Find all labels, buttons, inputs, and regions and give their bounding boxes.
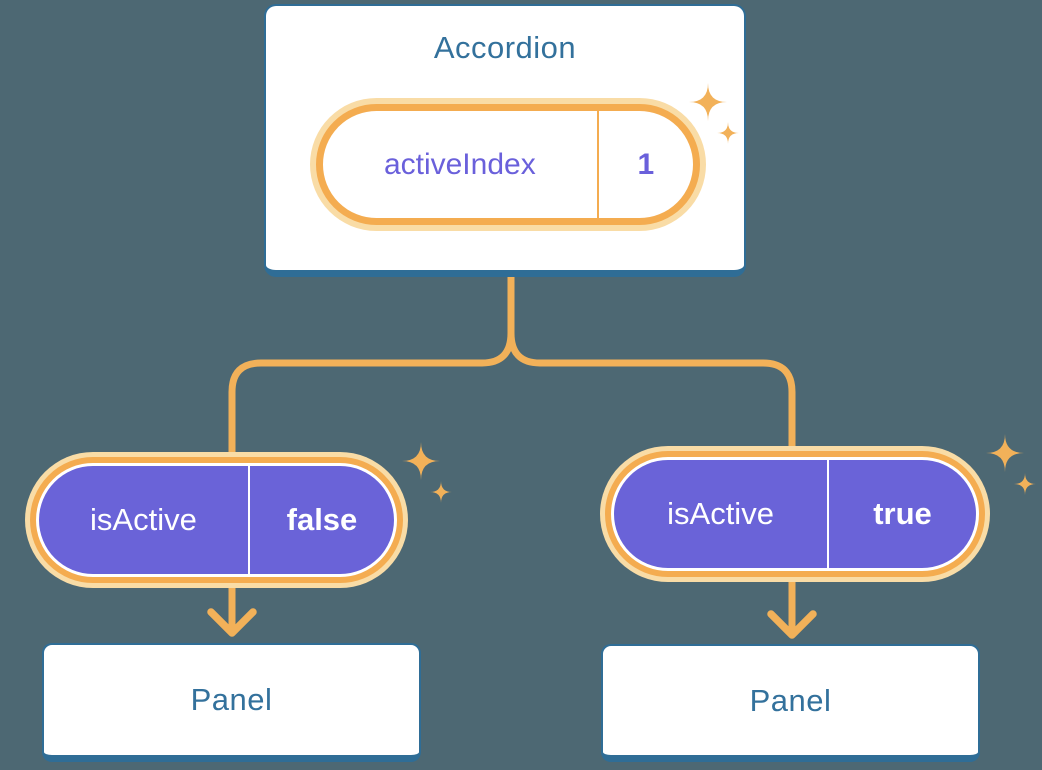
state-pill: activeIndex 1 [310, 98, 706, 231]
pill-divider [247, 466, 250, 574]
prop-pill-ring: isActive true [605, 451, 985, 577]
panel-label: Panel [190, 682, 273, 717]
prop-pill-isactive-true: isActive true [600, 446, 990, 582]
pill-divider [827, 460, 830, 568]
state-name-label: activeIndex [383, 147, 536, 181]
prop-pill-body: isActive false [39, 466, 394, 574]
prop-value: true [873, 496, 932, 531]
state-value: 1 [637, 147, 655, 181]
prop-pill-ring: isActive false [30, 457, 403, 583]
sparkle-icon [986, 434, 1036, 495]
arrow-down-icon [767, 610, 817, 639]
prop-value: false [286, 502, 358, 537]
arrow-down-icon [207, 608, 257, 637]
sparkle-icon [689, 83, 739, 144]
prop-pill-isactive-false: isActive false [25, 452, 408, 588]
prop-name-label: isActive [90, 502, 197, 537]
panel-card: Panel [42, 643, 421, 762]
accordion-title: Accordion [433, 30, 577, 65]
panel-card: Panel [601, 644, 980, 762]
branch-line-right [507, 268, 796, 637]
state-pill-ring: activeIndex 1 [316, 104, 700, 225]
sparkle-icon [402, 442, 452, 503]
prop-pill-body: isActive true [614, 460, 976, 568]
panel-label: Panel [749, 682, 832, 718]
pill-divider [596, 111, 599, 218]
prop-name-label: isActive [667, 496, 774, 531]
